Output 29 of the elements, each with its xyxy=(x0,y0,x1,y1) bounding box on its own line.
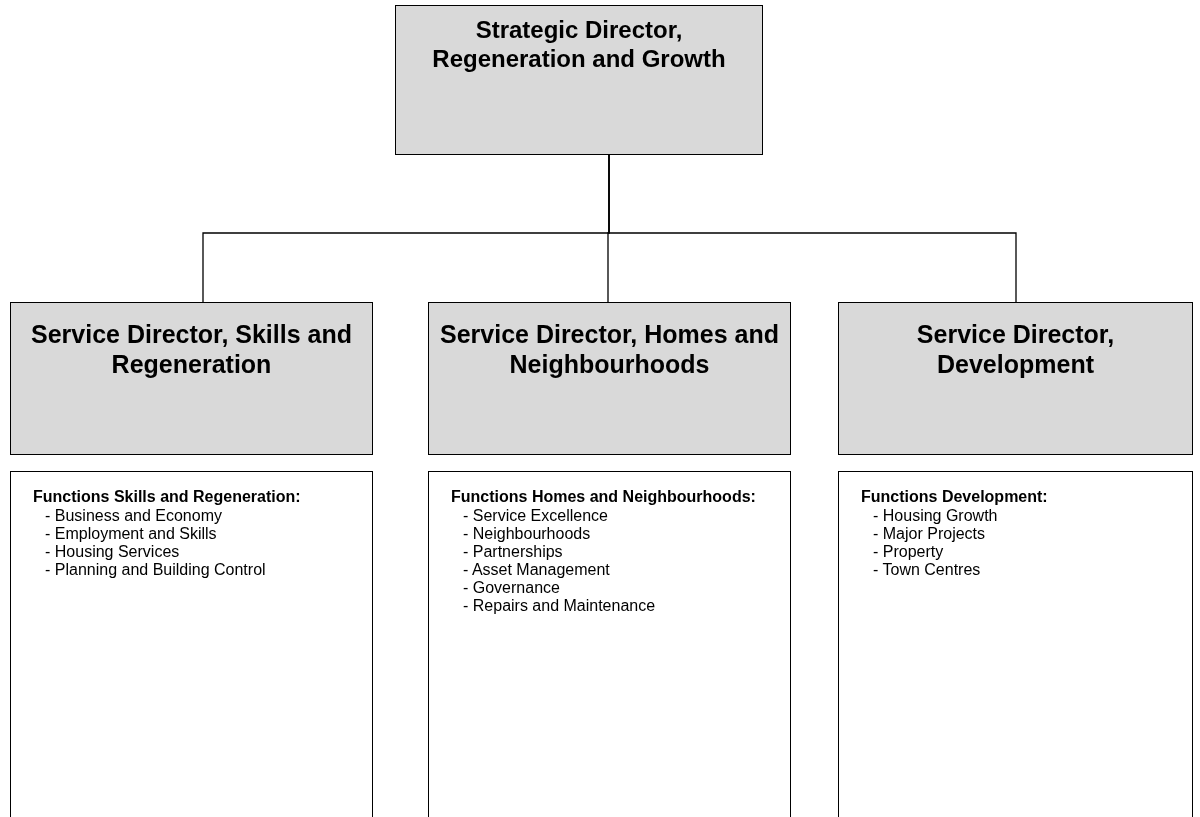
role-title: Service Director, Skills and Regeneration xyxy=(30,319,353,379)
role-title: Strategic Director, Regeneration and Growth xyxy=(431,16,727,74)
functions-box xyxy=(838,471,1193,817)
function-item: - Asset Management xyxy=(462,561,610,579)
function-item: - Planning and Building Control xyxy=(44,561,266,579)
function-item: - Housing Services xyxy=(44,543,180,561)
role-title: Service Director, Homes and Neighbourhoods xyxy=(439,319,780,379)
functions-heading: Functions Development: xyxy=(861,488,1048,506)
function-item: - Property xyxy=(872,543,944,561)
function-item: - Housing Growth xyxy=(872,507,998,525)
functions-heading: Functions Skills and Regeneration: xyxy=(33,488,301,506)
function-item: - Repairs and Maintenance xyxy=(462,597,656,615)
functions-box xyxy=(10,471,373,817)
function-item: - Neighbourhoods xyxy=(462,525,591,543)
function-item: - Employment and Skills xyxy=(44,525,217,543)
function-item: - Partnerships xyxy=(462,543,563,561)
function-item: - Major Projects xyxy=(872,525,986,543)
connector-line xyxy=(608,154,1017,303)
functions-heading: Functions Homes and Neighbourhoods: xyxy=(451,488,756,506)
role-title: Service Director, Development xyxy=(915,319,1116,379)
function-item: - Governance xyxy=(462,579,560,597)
role-box xyxy=(428,302,791,455)
function-item: - Town Centres xyxy=(872,561,981,579)
role-box xyxy=(838,302,1193,455)
function-item: - Service Excellence xyxy=(462,507,608,525)
role-box xyxy=(10,302,373,455)
function-item: - Business and Economy xyxy=(44,507,222,525)
role-box xyxy=(395,5,763,155)
functions-box xyxy=(428,471,791,817)
